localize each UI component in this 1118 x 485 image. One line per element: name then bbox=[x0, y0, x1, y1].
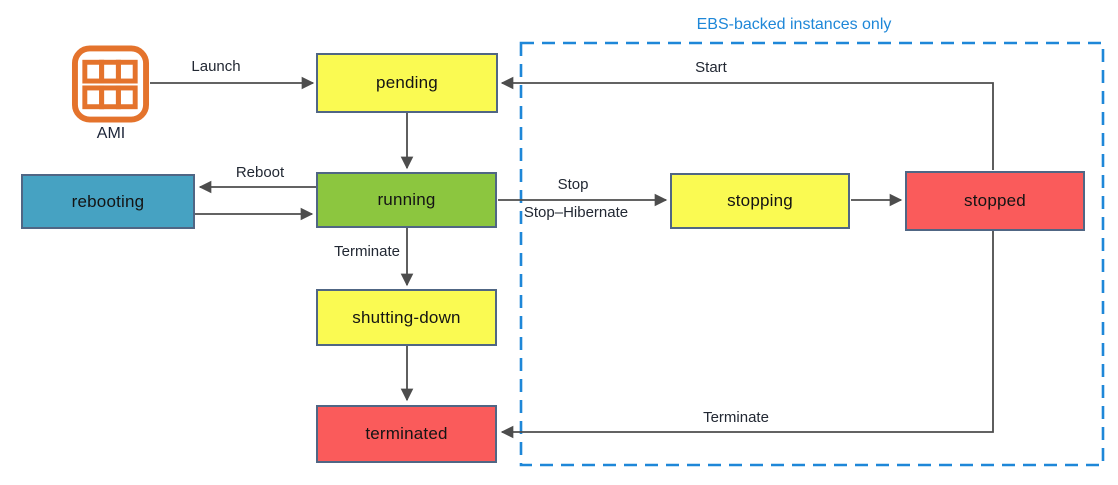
edge-terminate-stopped bbox=[500, 231, 994, 439]
node-stopping: stopping bbox=[670, 173, 850, 229]
ebs-region-label: EBS-backed instances only bbox=[696, 16, 892, 33]
edge-label-terminate-running: Terminate bbox=[334, 243, 400, 260]
ami-label: AMI bbox=[96, 125, 126, 142]
node-shutting-down: shutting-down bbox=[316, 289, 497, 346]
edge-label-terminate-stopped: Terminate bbox=[703, 409, 769, 426]
edge-label-stop: Stop bbox=[557, 176, 589, 193]
node-running: running bbox=[316, 172, 497, 228]
edge-label-launch: Launch bbox=[191, 58, 241, 75]
ami-icon bbox=[71, 45, 150, 123]
edge-label-reboot: Reboot bbox=[235, 164, 285, 181]
node-pending: pending bbox=[316, 53, 498, 113]
edge-label-start: Start bbox=[695, 59, 727, 76]
ebs-region-border bbox=[519, 41, 1105, 467]
node-rebooting: rebooting bbox=[21, 174, 195, 229]
node-terminated: terminated bbox=[316, 405, 497, 463]
edge-start bbox=[500, 76, 994, 170]
node-stopped: stopped bbox=[905, 171, 1085, 231]
edge-label-stop-hibernate: Stop–Hibernate bbox=[523, 204, 629, 221]
